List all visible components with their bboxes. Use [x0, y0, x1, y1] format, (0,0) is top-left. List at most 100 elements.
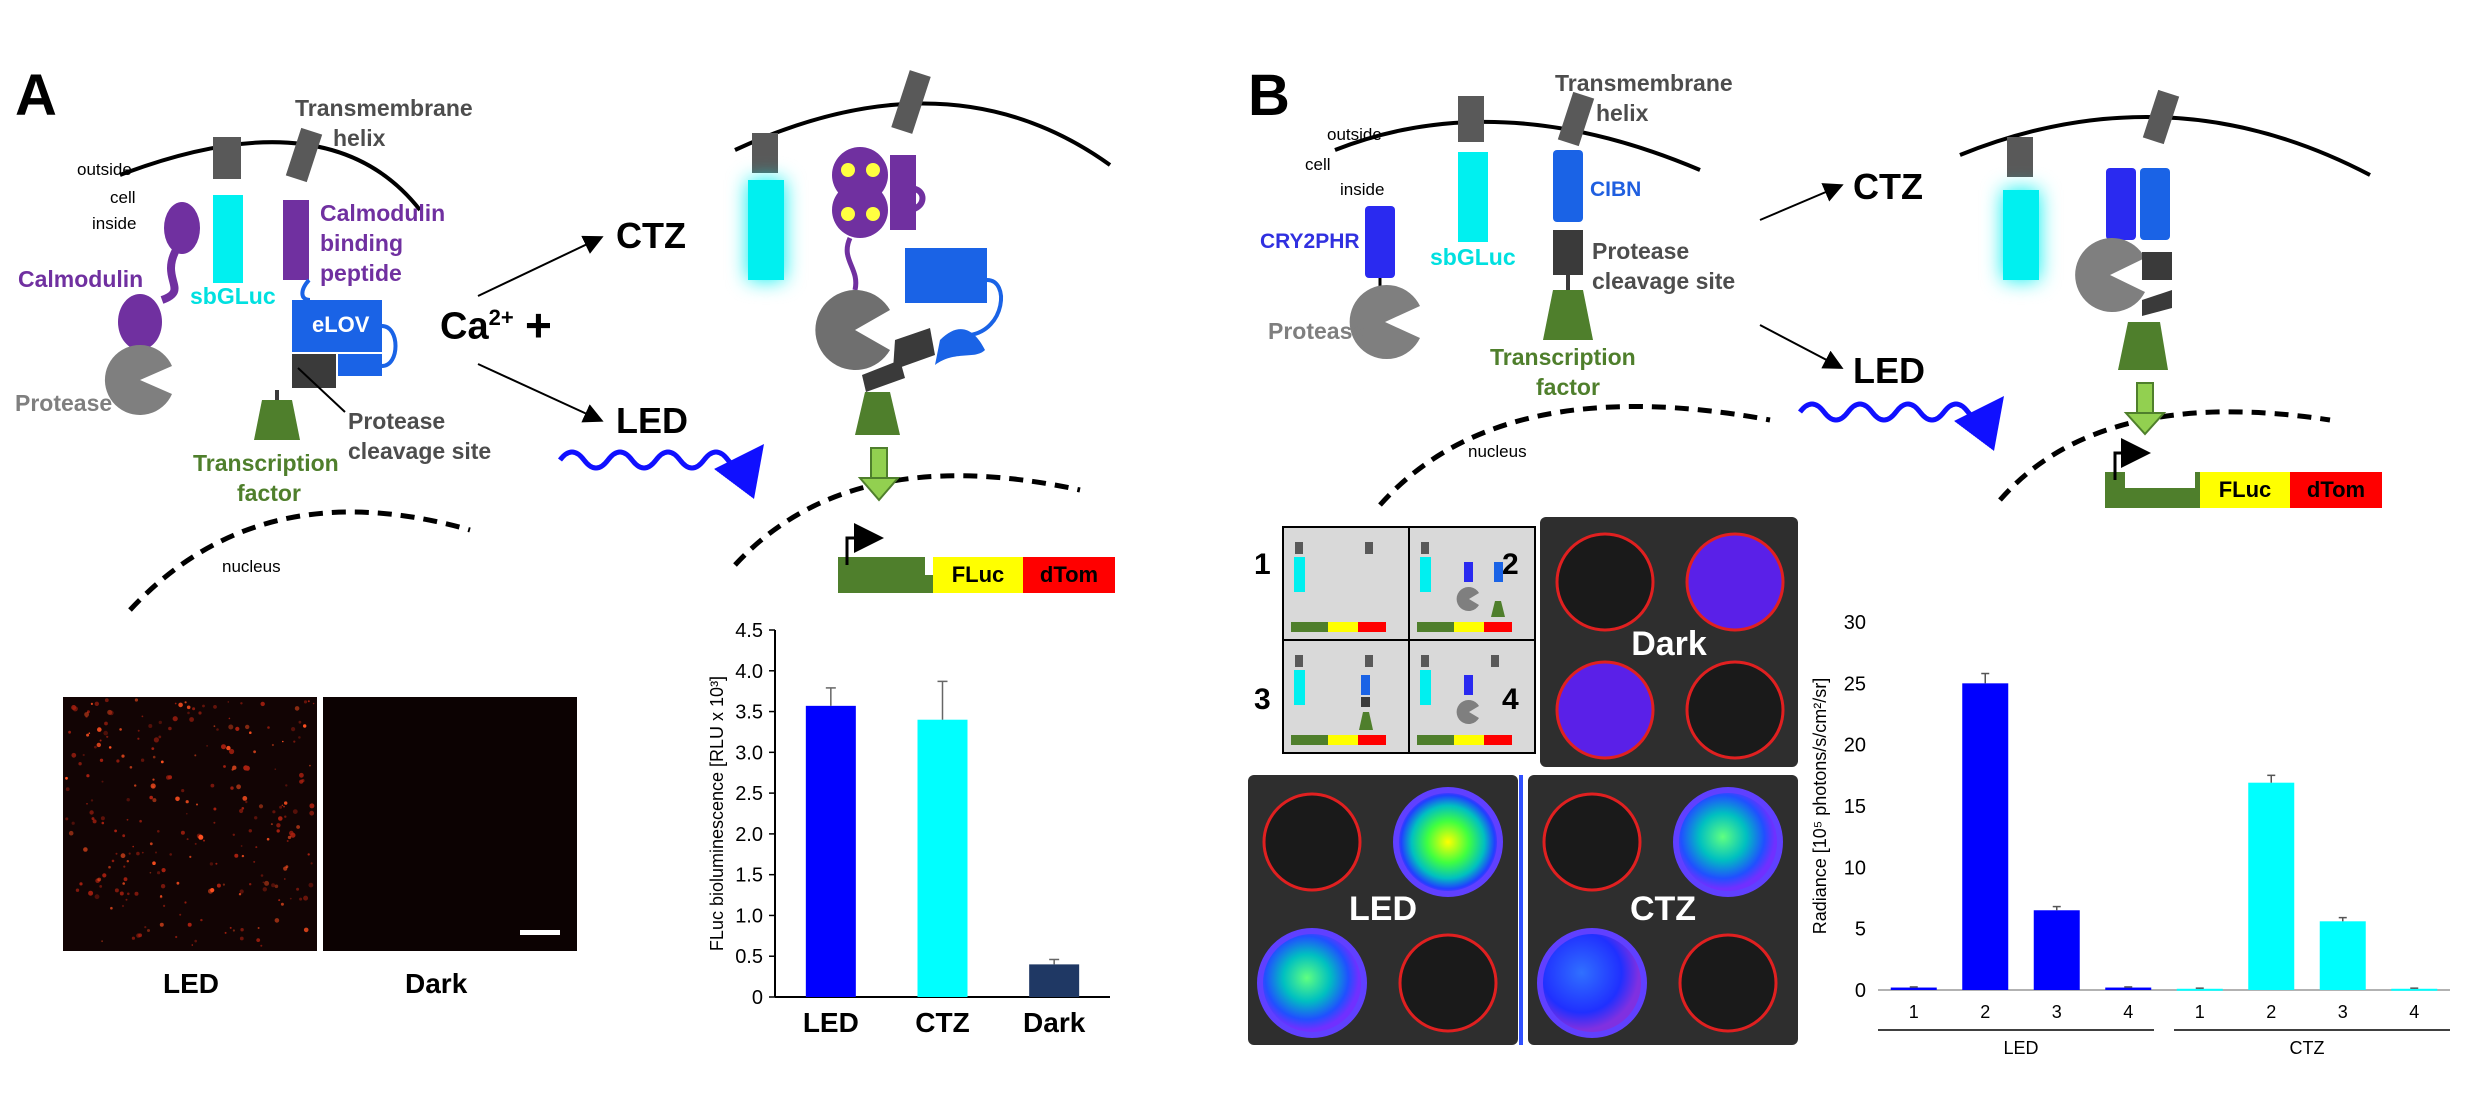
mini-sbgluc: [1420, 557, 1431, 592]
signal-speck: [279, 805, 283, 809]
signal-speck: [241, 854, 245, 858]
signal-speck: [209, 862, 214, 866]
signal-speck: [71, 752, 77, 758]
inside-label-a: inside: [92, 214, 137, 233]
mini-cry: [1464, 675, 1473, 695]
cbp-label-1: Calmodulin: [320, 200, 446, 226]
signal-speck: [264, 880, 270, 886]
x-tick-label: 3: [2338, 1002, 2348, 1022]
signal-speck: [134, 891, 139, 896]
signal-speck: [249, 731, 252, 734]
signal-speck: [240, 845, 243, 847]
signal-speck: [101, 821, 105, 825]
plate-dark: [1540, 517, 1798, 767]
signal-speck: [134, 698, 138, 702]
signal-speck: [287, 835, 292, 840]
signal-speck: [186, 812, 188, 815]
signal-speck: [289, 897, 292, 900]
signal-speck: [298, 736, 301, 739]
signal-speck: [274, 768, 277, 770]
signal-speck: [94, 745, 97, 749]
signal-speck: [284, 801, 288, 805]
signal-speck: [293, 740, 296, 743]
signal-speck: [284, 815, 287, 818]
plate-dark-label: Dark: [1631, 625, 1707, 663]
signal-speck: [282, 740, 284, 743]
micro-dark-label: Dark: [405, 968, 468, 999]
signal-speck: [240, 928, 244, 932]
signal-speck: [131, 936, 135, 940]
signal-speck: [184, 701, 187, 704]
cbp-label-3: peptide: [320, 260, 402, 286]
mini-sbgluc: [1294, 557, 1305, 592]
x-tick-label: 1: [2195, 1002, 2205, 1022]
plate-led-label: LED: [1349, 890, 1417, 928]
signal-speck: [78, 762, 82, 766]
signal-speck: [106, 735, 109, 738]
signal-speck: [97, 727, 102, 732]
mini-dtom: [1484, 735, 1512, 745]
signal-speck: [213, 725, 216, 728]
signal-speck: [84, 712, 89, 717]
well-legend-grid: [1282, 526, 1536, 754]
fluc-label-a: FLuc: [951, 562, 1005, 587]
cell-label-a: cell: [110, 188, 136, 207]
outside-label-a: outside: [77, 160, 132, 179]
signal-speck: [230, 786, 234, 790]
bar: [1962, 683, 2009, 990]
y-tick-label: 10: [1844, 857, 1866, 879]
plate-ctz: [1528, 775, 1798, 1045]
signal-speck: [203, 839, 205, 842]
signal-speck: [267, 726, 270, 729]
signal-speck: [206, 745, 209, 747]
signal-speck: [163, 904, 166, 908]
well-num-3: 3: [1254, 683, 1271, 716]
signal-speck: [309, 803, 315, 809]
signal-speck: [90, 702, 93, 706]
sbgluc-block: [213, 195, 243, 283]
signal-speck: [128, 852, 131, 855]
signal-speck: [123, 877, 128, 882]
signal-speck: [213, 705, 217, 709]
signal-speck: [198, 711, 202, 715]
x-tick-label: LED: [803, 1007, 859, 1038]
signal-speck: [303, 724, 307, 728]
mini-anchor: [1421, 542, 1429, 554]
gene-construct-A: [838, 523, 1115, 593]
signal-speck: [114, 888, 119, 893]
signal-speck: [271, 883, 276, 888]
signal-speck: [194, 939, 197, 943]
signal-speck: [100, 816, 105, 821]
signal-speck: [226, 745, 231, 751]
signal-speck: [99, 758, 104, 762]
signal-speck: [281, 804, 284, 807]
arrow-to-ctz-B: [1759, 183, 1844, 221]
bar: [2033, 910, 2080, 990]
signal-speck: [303, 895, 309, 901]
protease-label-b: Protease: [1268, 318, 1366, 344]
sbgluc-label-b: sbGLuc: [1430, 244, 1516, 270]
signal-speck: [65, 817, 69, 821]
plate-divider: [1519, 775, 1523, 1045]
mini-cry: [1464, 562, 1473, 582]
ctz-label-a: CTZ: [616, 215, 686, 256]
mini-sbgluc: [1420, 670, 1431, 705]
signal-speck: [152, 755, 156, 759]
signal-speck: [222, 883, 225, 886]
transmembrane-label-a: Transmembrane: [295, 95, 473, 121]
led-label-b: LED: [1853, 350, 1925, 391]
signal-speck: [121, 754, 125, 758]
panel-letter-a: A: [15, 63, 57, 128]
signal-speck: [141, 715, 144, 718]
signal-speck: [194, 842, 197, 845]
calmodulin-label: Calmodulin: [18, 266, 144, 292]
signal-speck: [307, 700, 310, 703]
signal-speck: [262, 887, 267, 892]
signal-speck: [149, 795, 153, 800]
inside-label-b: inside: [1340, 180, 1385, 199]
signal-speck: [187, 711, 190, 715]
plate-ctz-label: CTZ: [1629, 890, 1697, 928]
signal-speck: [125, 898, 128, 901]
plate-led: [1248, 775, 1518, 1045]
signal-speck: [129, 766, 133, 769]
